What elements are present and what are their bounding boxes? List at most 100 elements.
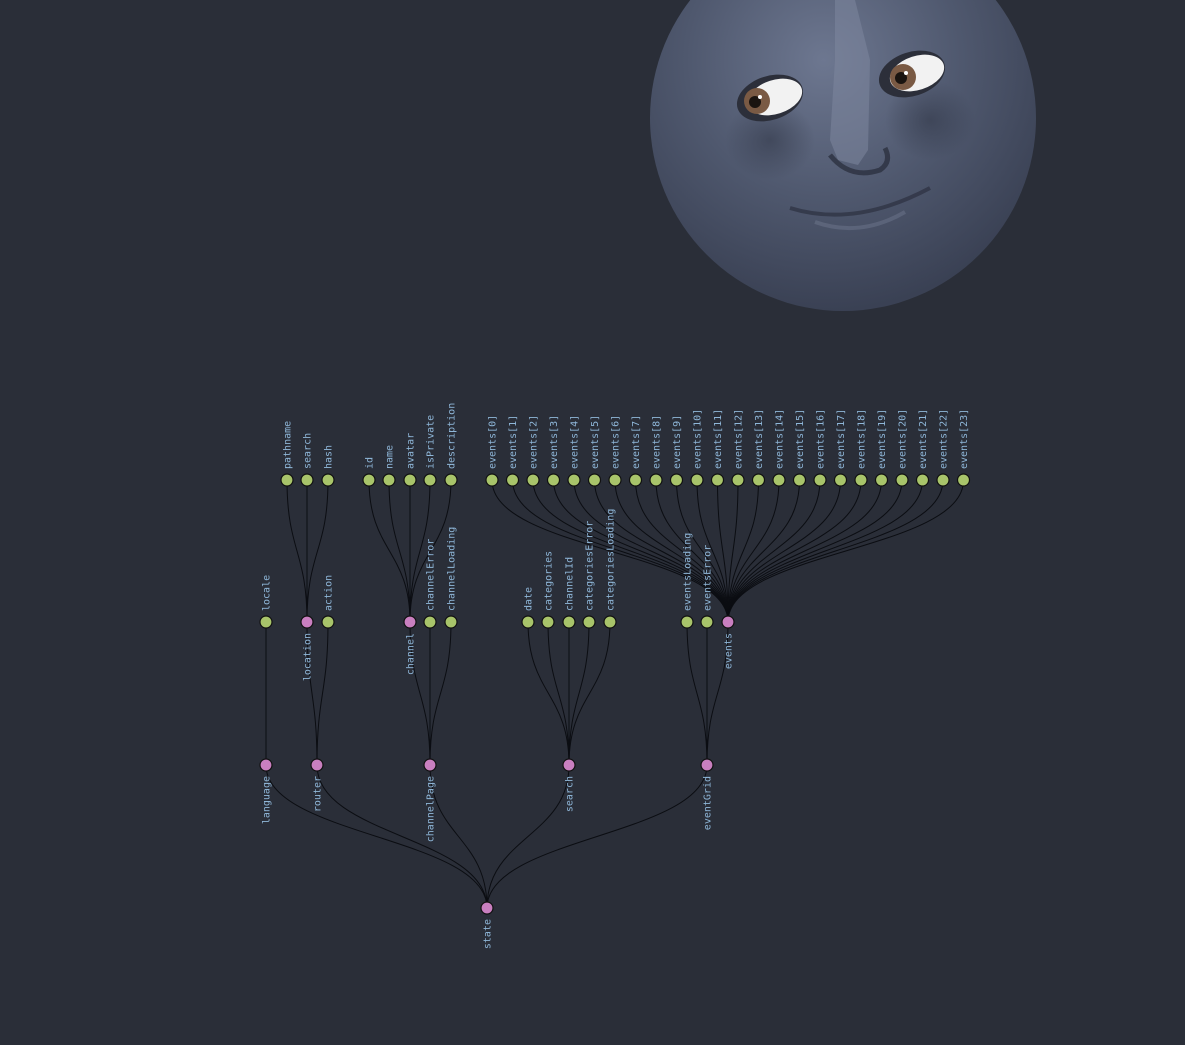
tree-node-label-events-3: events[3] bbox=[549, 415, 560, 469]
tree-node-events-21[interactable] bbox=[915, 473, 930, 487]
tree-node-search[interactable] bbox=[300, 473, 314, 487]
tree-node-events-18[interactable] bbox=[854, 473, 868, 487]
tree-edge-search-to-categories bbox=[547, 621, 570, 766]
tree-node-label-events-11: events[11] bbox=[713, 409, 724, 469]
tree-node-description[interactable] bbox=[444, 473, 458, 487]
tree-edge-events-to-events-7 bbox=[635, 479, 729, 623]
tree-node-label-events-10: events[10] bbox=[693, 409, 704, 469]
tree-node-events-11[interactable] bbox=[710, 473, 725, 487]
tree-node-events-14[interactable] bbox=[772, 473, 786, 487]
tree-node-label-channel-loading: channelLoading bbox=[447, 527, 458, 611]
tree-node-events-4[interactable] bbox=[567, 473, 581, 487]
tree-node-label-action: action bbox=[324, 575, 335, 611]
tree-node-label-channel-id: channelId bbox=[565, 557, 576, 611]
tree-node-label-events-9: events[9] bbox=[672, 415, 683, 469]
tree-edge-search-to-categories-error bbox=[568, 621, 590, 766]
tree-node-categories-loading[interactable] bbox=[603, 615, 617, 629]
tree-edge-channel-to-description bbox=[409, 479, 452, 623]
tree-node-label-name: name bbox=[385, 445, 396, 469]
tree-node-events-10[interactable] bbox=[690, 473, 704, 487]
tree-node-channel-page[interactable] bbox=[423, 758, 437, 772]
tree-node-events-error[interactable] bbox=[700, 615, 714, 629]
tree-node-id[interactable] bbox=[362, 473, 376, 487]
tree-node-label-id: id bbox=[365, 457, 376, 469]
tree-edge-events-to-events-20 bbox=[727, 479, 903, 623]
tree-edge-events-to-events-0 bbox=[491, 479, 729, 623]
tree-node-events-7[interactable] bbox=[628, 473, 643, 487]
tree-node-router[interactable] bbox=[310, 758, 324, 772]
tree-node-label-state: state bbox=[483, 919, 494, 949]
tree-node-date[interactable] bbox=[521, 615, 535, 629]
tree-node-channel-id[interactable] bbox=[562, 615, 576, 629]
tree-node-events-3[interactable] bbox=[546, 473, 561, 487]
tree-edge-state-to-language bbox=[265, 764, 488, 909]
tree-node-avatar[interactable] bbox=[403, 473, 417, 487]
tree-node-label-locale: locale bbox=[262, 575, 273, 611]
tree-node-events-19[interactable] bbox=[874, 473, 889, 487]
tree-node-label-channel-error: channelError bbox=[426, 539, 437, 611]
tree-node-label-events-loading: eventsLoading bbox=[683, 533, 694, 611]
tree-edge-events-to-events-9 bbox=[676, 479, 729, 623]
tree-node-events-12[interactable] bbox=[731, 473, 745, 487]
tree-edge-channel-page-to-channel bbox=[409, 621, 431, 766]
tree-node-events-1[interactable] bbox=[505, 473, 520, 487]
tree-node-event-grid[interactable] bbox=[700, 758, 714, 772]
tree-labels: statelanguagelocalerouterlocationpathnam… bbox=[262, 403, 971, 949]
tree-node-events-loading[interactable] bbox=[680, 615, 694, 629]
tree-node-categories-error[interactable] bbox=[582, 615, 596, 629]
tree-node-label-events-1: events[1] bbox=[508, 415, 519, 469]
tree-edge-events-to-events-12 bbox=[727, 479, 739, 623]
tree-node-events-2[interactable] bbox=[526, 473, 540, 487]
tree-node-label-events-13: events[13] bbox=[754, 409, 765, 469]
tree-node-channel-error[interactable] bbox=[423, 615, 437, 629]
tree-node-state[interactable] bbox=[480, 901, 494, 915]
tree-node-label-events: events bbox=[724, 633, 735, 669]
tree-node-label-is-private: isPrivate bbox=[426, 415, 437, 469]
tree-node-is-private[interactable] bbox=[423, 473, 437, 487]
tree-node-label-language: language bbox=[262, 776, 273, 824]
tree-node-pathname[interactable] bbox=[280, 473, 294, 487]
tree-edge-events-to-events-1 bbox=[512, 479, 729, 623]
tree-node-label-events-18: events[18] bbox=[857, 409, 868, 469]
tree-node-channel[interactable] bbox=[403, 615, 417, 629]
tree-node-events-20[interactable] bbox=[895, 473, 909, 487]
tree-node-name[interactable] bbox=[382, 473, 396, 487]
tree-node-events-5[interactable] bbox=[587, 473, 602, 487]
tree-node-action[interactable] bbox=[321, 615, 335, 629]
tree-node-events[interactable] bbox=[721, 615, 735, 629]
tree-node-label-events-22: events[22] bbox=[939, 409, 950, 469]
tree-edge-events-to-events-13 bbox=[727, 479, 759, 623]
tree-node-events-23[interactable] bbox=[956, 473, 971, 487]
tree-node-label-categories: categories bbox=[544, 551, 555, 611]
tree-node-channel-loading[interactable] bbox=[444, 615, 458, 629]
tree-node-events-13[interactable] bbox=[751, 473, 766, 487]
tree-node-events-9[interactable] bbox=[669, 473, 684, 487]
tree-node-search[interactable] bbox=[562, 758, 576, 772]
tree-node-hash[interactable] bbox=[321, 473, 335, 487]
tree-node-label-events-5: events[5] bbox=[590, 415, 601, 469]
tree-node-location[interactable] bbox=[300, 615, 314, 629]
tree-node-label-events-14: events[14] bbox=[775, 409, 786, 469]
tree-node-events-6[interactable] bbox=[608, 473, 622, 487]
tree-node-language[interactable] bbox=[259, 758, 273, 772]
tree-edge-events-to-events-22 bbox=[727, 479, 944, 623]
tree-edge-events-to-events-5 bbox=[594, 479, 729, 623]
tree-node-events-22[interactable] bbox=[936, 473, 950, 487]
tree-node-label-events-12: events[12] bbox=[734, 409, 745, 469]
tree-node-events-8[interactable] bbox=[649, 473, 663, 487]
tree-node-categories[interactable] bbox=[541, 615, 555, 629]
tree-node-events-15[interactable] bbox=[792, 473, 807, 487]
tree-edge-state-to-event-grid bbox=[486, 764, 708, 909]
tree-node-events-16[interactable] bbox=[813, 473, 827, 487]
tree-node-locale[interactable] bbox=[259, 615, 273, 629]
tree-node-label-events-23: events[23] bbox=[959, 409, 970, 469]
tree-edge-channel-page-to-channel-loading bbox=[429, 621, 452, 766]
tree-node-events-0[interactable] bbox=[485, 473, 499, 487]
tree-node-label-events-16: events[16] bbox=[816, 409, 827, 469]
tree-edge-events-to-events-3 bbox=[553, 479, 729, 623]
tree-node-events-17[interactable] bbox=[833, 473, 848, 487]
tree-edge-search-to-date bbox=[527, 621, 570, 766]
tree-edge-channel-to-is-private bbox=[409, 479, 431, 623]
tree-node-label-events-2: events[2] bbox=[529, 415, 540, 469]
tree-node-label-events-17: events[17] bbox=[836, 409, 847, 469]
